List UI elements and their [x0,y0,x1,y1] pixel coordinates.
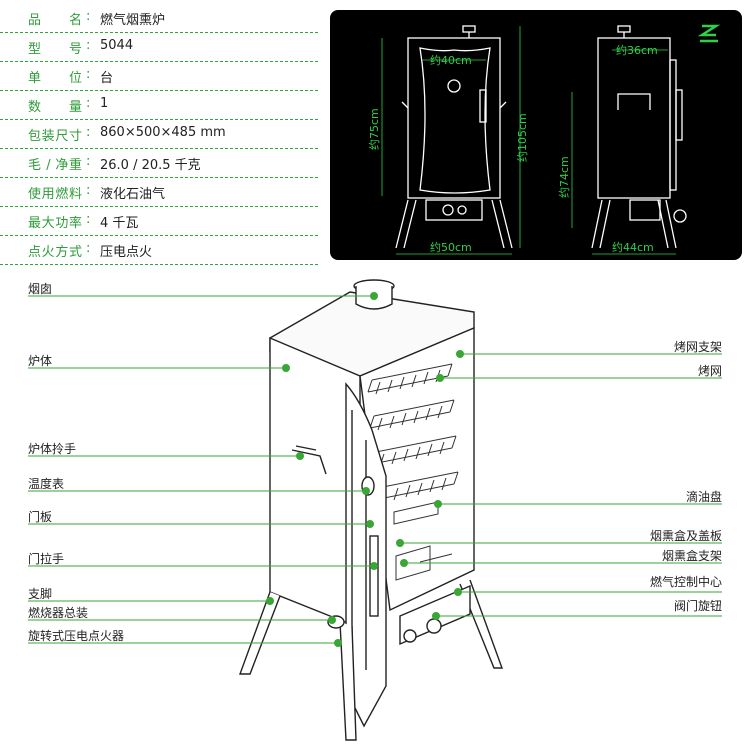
part-leader-lines [28,295,722,644]
spec-label: 单位 [28,71,82,86]
spec-colon: : [86,9,91,24]
spec-label: 使用燃料 [28,187,82,202]
part-label-thermometer: 温度表 [28,477,65,491]
dim-front-total-height: 约105cm [516,113,529,162]
spec-value: 液化石油气 [100,187,166,202]
spec-value: 1 [100,96,109,111]
part-label-body: 炉体 [28,354,53,368]
spec-value: 5044 [100,38,134,53]
spec-label: 最大功率 [28,216,82,231]
spec-row-package-size: 包装尺寸 : 860×500×485 mm [0,120,318,149]
spec-row-ignition: 点火方式 : 压电点火 [0,236,318,265]
side-view-drawing [591,25,687,249]
front-view-drawing [395,25,513,249]
brand-logo-icon [697,24,721,43]
spec-label: 包装尺寸 [28,129,82,144]
spec-row-model: 型号 : 5044 [0,33,318,62]
spec-label: 品名 [28,13,82,28]
spec-value: 26.0 / 20.5 千克 [100,158,201,173]
part-label-legs: 支脚 [28,587,53,601]
part-label-rack: 烤网 [697,364,722,378]
part-label-igniter: 旋转式压电点火器 [28,629,125,643]
dim-front-body-height: 约75cm [368,108,381,150]
part-label-smoke-box-support: 烟熏盒支架 [661,549,722,563]
spec-colon: : [86,212,91,227]
dim-front-top-width: 约40cm [430,54,472,67]
spec-row-weight: 毛 / 净重 : 26.0 / 20.5 千克 [0,149,318,178]
spec-colon: : [86,96,91,111]
part-label-drip-tray: 滴油盘 [685,490,722,504]
dim-side-top-depth: 约36cm [616,44,658,57]
spec-colon: : [86,241,91,256]
part-label-smoke-box: 烟熏盒及盖板 [649,529,722,543]
dimension-drawings: 约40cm 约75cm 约105cm 约50cm 约36cm 约74cm 约44… [368,24,721,255]
spec-value: 压电点火 [100,245,153,260]
spec-label: 点火方式 [28,245,82,260]
part-label-door-handle: 门拉手 [28,552,65,566]
spec-row-fuel: 使用燃料 : 液化石油气 [0,178,318,207]
dim-front-base-width: 约50cm [430,241,472,254]
part-markers [266,292,464,647]
side-view-dimension-lines [571,49,676,255]
spec-label: 型号 [28,42,82,57]
spec-value: 燃气烟熏炉 [100,13,166,28]
spec-table: 品名 : 燃气烟熏炉 型号 : 5044 单位 : 台 数量 : 1 包装尺寸 … [0,4,318,265]
smoker-body [238,279,503,741]
part-label-rack-support: 烤网支架 [673,340,722,354]
part-label-door: 门板 [28,510,53,524]
spec-row-unit: 单位 : 台 [0,62,318,91]
spec-value: 台 [100,71,114,86]
part-label-gas-control: 燃气控制中心 [649,575,722,589]
smoker-drawing [28,279,722,741]
part-label-burner: 燃烧器总装 [28,606,89,620]
spec-row-name: 品名 : 燃气烟熏炉 [0,4,318,33]
spec-colon: : [86,38,91,53]
spec-value: 4 千瓦 [100,216,139,231]
parts-diagram: 烟囱 炉体 炉体拎手 温度表 门板 门拉手 支脚 燃烧器总装 旋转式压电点火器 … [0,270,750,750]
part-label-body-handle: 炉体拎手 [28,442,77,456]
spec-label: 数量 [28,100,82,115]
spec-label: 毛 / 净重 [28,158,82,173]
part-label-valve-knob: 阀门旋钮 [673,599,722,613]
spec-value: 860×500×485 mm [100,125,226,140]
spec-row-power: 最大功率 : 4 千瓦 [0,207,318,236]
part-label-chimney: 烟囱 [28,282,53,296]
dim-side-body-height: 约74cm [558,156,571,198]
dimension-panel: 约40cm 约75cm 约105cm 约50cm 约36cm 约74cm 约44… [330,10,742,260]
spec-row-quantity: 数量 : 1 [0,91,318,120]
spec-colon: : [86,125,91,140]
spec-colon: : [86,183,91,198]
front-view-dimension-lines [381,26,521,255]
spec-colon: : [86,154,91,169]
spec-colon: : [86,67,91,82]
dim-side-base-depth: 约44cm [612,241,654,254]
